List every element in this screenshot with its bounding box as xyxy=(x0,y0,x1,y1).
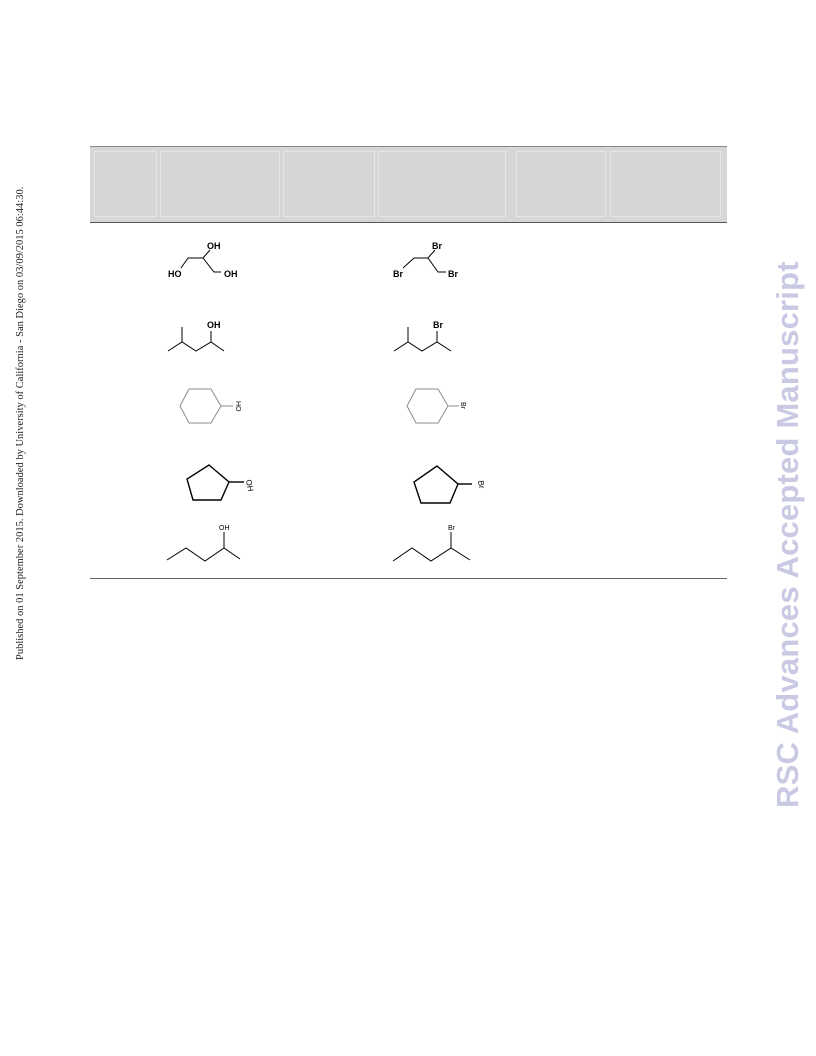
tribromopropane-br-right-label: Br xyxy=(448,269,458,279)
cyclopentanol-structure xyxy=(186,464,244,501)
cyclohexanol-oh-label: HO xyxy=(234,401,241,412)
glycerol-structure xyxy=(180,249,221,273)
methylbromopentane-structure xyxy=(393,327,452,352)
table-bottom-rule xyxy=(90,578,727,579)
header-cell-1 xyxy=(94,151,157,217)
bromopentane-structure xyxy=(392,532,471,562)
methylbromopentane-br-label: Br xyxy=(433,320,443,330)
pentanol-structure xyxy=(166,532,241,562)
bromopentane-br-label: Br xyxy=(448,525,456,532)
glycerol-ho-left-label: HO xyxy=(168,269,182,279)
glycerol-oh-top-label: OH xyxy=(207,241,221,251)
table-header-row xyxy=(90,146,727,223)
header-cell-6 xyxy=(610,151,721,217)
cyclohexanol-structure xyxy=(179,388,233,424)
header-cell-5 xyxy=(516,151,606,217)
bromocyclopentane-br-label: Br xyxy=(476,480,486,490)
methylpentanol-oh-label: OH xyxy=(207,320,221,330)
tribromopropane-br-left-label: Br xyxy=(393,269,403,279)
bromocyclohexane-br-label: Br xyxy=(459,402,466,410)
header-cell-3 xyxy=(283,151,375,217)
bromocyclopentane-structure xyxy=(413,465,472,504)
bromocyclohexane-structure xyxy=(406,388,459,424)
methylpentanol-structure xyxy=(167,327,225,352)
pentanol-oh-label: OH xyxy=(219,525,230,532)
glycerol-oh-right-label: OH xyxy=(224,269,238,279)
tribromopropane-structure xyxy=(402,249,446,273)
header-cell-2 xyxy=(160,151,280,217)
tribromopropane-br-top-label: Br xyxy=(432,241,442,251)
header-cell-4 xyxy=(378,151,506,217)
cyclopentanol-oh-label: OH xyxy=(244,479,255,493)
